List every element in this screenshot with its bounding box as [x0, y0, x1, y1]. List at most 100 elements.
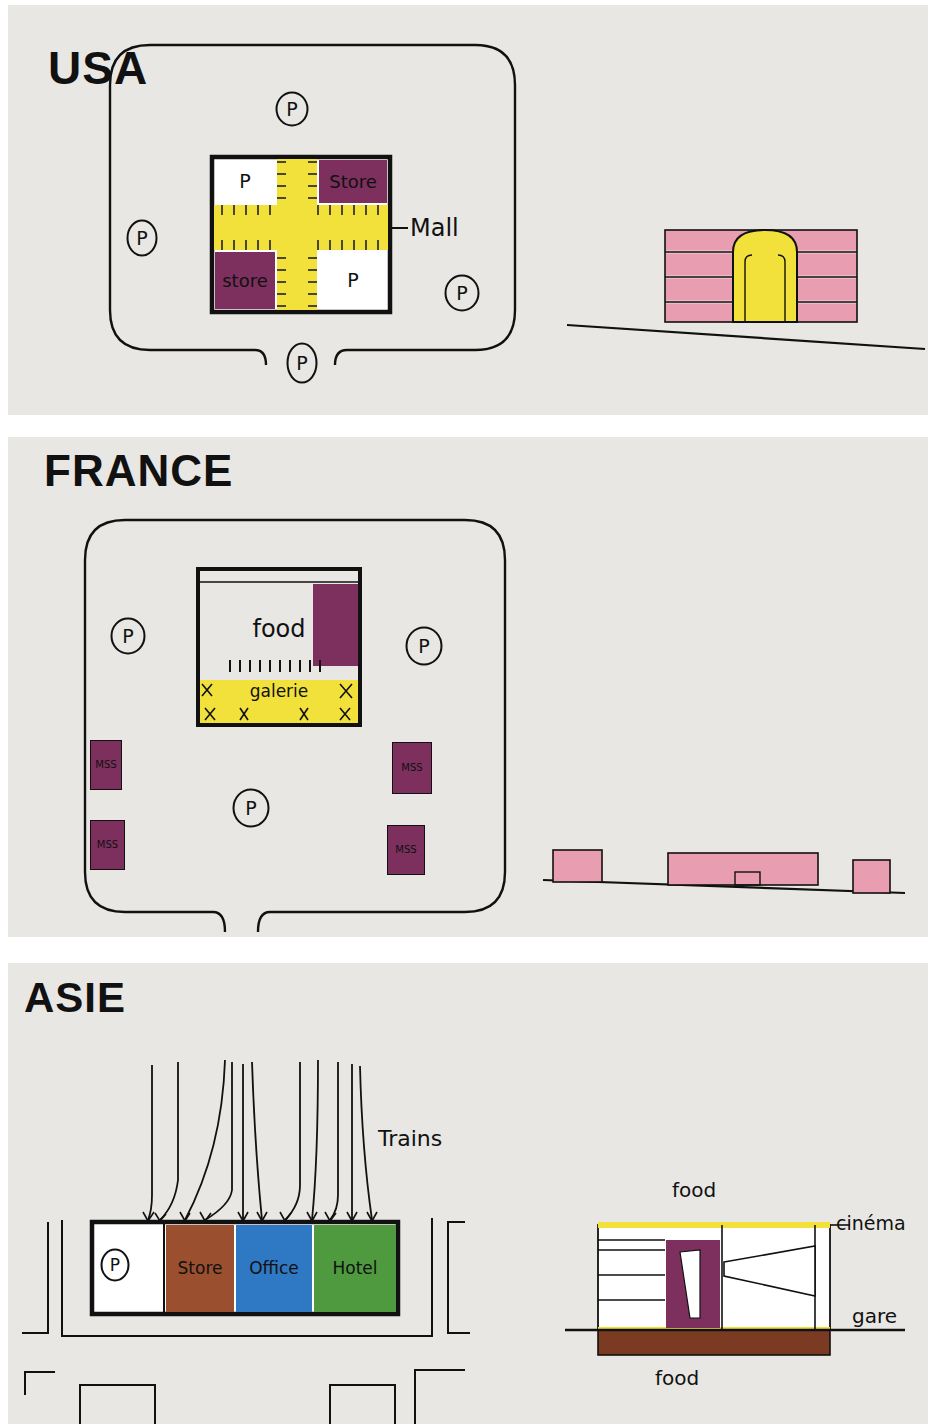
roof-line — [199, 581, 360, 583]
node-label: Store — [329, 173, 377, 191]
mss-section — [853, 860, 890, 893]
partition — [163, 1224, 165, 1312]
parking-circle: P — [286, 342, 318, 384]
street-block — [25, 1370, 465, 1424]
node-label: Store — [178, 1260, 223, 1277]
store-block — [313, 584, 358, 666]
atrium-gallery — [745, 255, 752, 322]
parking-circle: P — [444, 274, 480, 312]
node-label: MSS — [97, 840, 118, 850]
mall-label: Mall — [410, 216, 459, 240]
panel-heading-box: USAPPStorePstorePPP — [8, 5, 928, 415]
checkout-ticks — [230, 660, 320, 672]
section-outline — [665, 230, 857, 322]
panel-heading: USA — [48, 45, 148, 91]
circle-outline — [102, 1250, 129, 1281]
galerie-band: galerie — [199, 680, 359, 724]
mall-corridor — [214, 205, 388, 250]
node-label: P — [456, 284, 467, 303]
hypermarket-box: food galerie — [196, 567, 362, 727]
mss-box: MSS — [387, 825, 425, 875]
store-quadrant: Store — [319, 160, 387, 203]
store-quadrant: store — [215, 252, 275, 309]
parking-circle: P — [405, 626, 443, 666]
node-label: P — [245, 799, 256, 818]
mall-atrium — [733, 230, 797, 322]
circle-outline — [234, 790, 269, 827]
floor-line — [665, 251, 733, 252]
circle-outline — [407, 628, 442, 665]
level-label: food — [672, 1180, 716, 1200]
mss-box: MSS — [90, 740, 122, 790]
escalator-void — [680, 1250, 700, 1318]
mall-crossing — [277, 205, 317, 250]
parking-circle: P — [100, 1248, 130, 1282]
hypermarket-section — [668, 853, 818, 885]
floor-line — [797, 301, 857, 302]
node-label: food — [252, 617, 305, 641]
parking-quadrant: P — [319, 252, 387, 309]
galerie-band — [199, 680, 359, 724]
panel-heading-box: FRANCEfoodgaleriePPMSSMSSPMSSMSS — [8, 437, 928, 937]
store-box: Store — [166, 1225, 234, 1312]
mss-box: MSS — [392, 742, 432, 794]
node-label: P — [122, 627, 133, 646]
station-complex — [92, 1222, 398, 1314]
node-label: galerie — [250, 683, 309, 700]
panel-heading-box: ASIE P Store Office Hotel — [8, 963, 928, 1424]
circle-outline — [446, 276, 479, 311]
circle-outline — [277, 93, 308, 126]
galerie-section — [735, 872, 760, 885]
parking-circle: P — [126, 219, 158, 257]
hotel-box: Hotel — [314, 1225, 396, 1312]
ground-line — [565, 1329, 905, 1331]
paper-panel — [8, 437, 928, 937]
node-label: P — [110, 1257, 120, 1274]
mss-section — [553, 850, 602, 882]
street-edge — [22, 1222, 470, 1333]
atrium-gallery — [778, 255, 785, 322]
parking-circle: P — [275, 91, 309, 127]
store-core — [666, 1240, 720, 1328]
node-label: store — [222, 272, 268, 290]
level-label: gare — [852, 1306, 897, 1326]
node-label: MSS — [395, 845, 416, 855]
mss-box: MSS — [90, 820, 125, 870]
floor-line — [598, 1240, 665, 1300]
floor-line — [797, 276, 857, 277]
cinema-hall — [724, 1246, 815, 1296]
site-boundary — [110, 45, 515, 365]
paper-panel — [8, 963, 928, 1424]
node-label: P — [418, 637, 429, 656]
node-label: P — [136, 229, 147, 248]
node-label: P — [286, 100, 297, 119]
circle-outline — [112, 619, 145, 654]
ground-line — [567, 325, 925, 349]
train-tracks — [148, 1060, 372, 1220]
leader-line — [390, 227, 408, 229]
parking-circle: P — [110, 617, 146, 655]
street-edge — [62, 1218, 432, 1336]
floor-line — [665, 276, 733, 277]
node-label: P — [347, 271, 358, 290]
node-label: MSS — [401, 763, 422, 773]
mall-corridor — [277, 159, 317, 310]
floor-line — [797, 251, 857, 252]
site-boundary — [85, 520, 505, 932]
station-level — [598, 1330, 830, 1355]
panel-heading: ASIE — [24, 977, 126, 1019]
store-section — [665, 230, 857, 322]
node-label: MSS — [95, 760, 116, 770]
mall-building — [212, 157, 390, 312]
section-outline — [598, 1225, 830, 1330]
floor-line — [665, 301, 733, 302]
trains-label: Trains — [378, 1128, 442, 1150]
node-label: Hotel — [332, 1260, 377, 1277]
node-label: P — [296, 354, 307, 373]
node-label: P — [239, 172, 250, 191]
office-box: Office — [236, 1225, 312, 1312]
shop-marks — [202, 684, 352, 720]
level-label: food — [655, 1368, 699, 1388]
parking-circle: P — [232, 788, 270, 828]
